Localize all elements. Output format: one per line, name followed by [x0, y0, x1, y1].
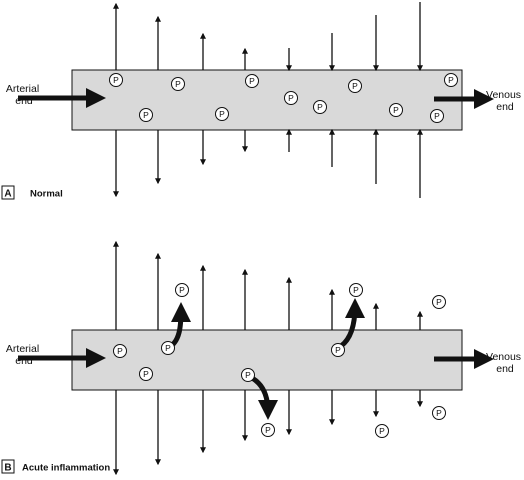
protein-particle: P	[171, 77, 185, 91]
svg-text:P: P	[317, 102, 323, 112]
svg-text:P: P	[143, 110, 149, 120]
panel-b: Arterial end Venous end P P	[1, 240, 524, 476]
protein-particle: P	[261, 423, 275, 437]
protein-particle: P	[432, 295, 446, 309]
protein-particle: P	[109, 73, 123, 87]
svg-text:P: P	[249, 76, 255, 86]
protein-particle: P	[284, 91, 298, 105]
protein-particle: P	[139, 108, 153, 122]
venous-end-label: Venous end	[486, 351, 524, 375]
svg-text:P: P	[335, 345, 341, 355]
capillary-vessel	[71, 329, 463, 391]
protein-particle: P	[241, 368, 255, 382]
protein-particle: P	[349, 283, 363, 297]
protein-escape-arrow	[250, 375, 278, 420]
svg-text:P: P	[175, 79, 181, 89]
svg-text:P: P	[219, 109, 225, 119]
svg-text:P: P	[288, 93, 294, 103]
svg-text:P: P	[352, 81, 358, 91]
svg-text:P: P	[143, 369, 149, 379]
protein-particle: P	[375, 424, 389, 438]
protein-particle: P	[175, 283, 189, 297]
protein-particle: P	[313, 100, 327, 114]
panel-letter-b: B	[4, 463, 11, 474]
arterial-end-label: Arterial end	[6, 83, 42, 107]
protein-particle: P	[348, 79, 362, 93]
protein-particle: P	[215, 107, 229, 121]
svg-text:P: P	[113, 75, 119, 85]
protein-particle: P	[432, 406, 446, 420]
svg-text:P: P	[436, 408, 442, 418]
protein-particle: P	[389, 103, 403, 117]
svg-text:P: P	[179, 285, 185, 295]
protein-escape-arrow	[339, 298, 365, 349]
svg-text:P: P	[165, 343, 171, 353]
svg-text:P: P	[434, 111, 440, 121]
capillary-vessel	[71, 69, 463, 131]
panel-a: Arterial end Venous end P P P P	[1, 2, 524, 200]
svg-text:P: P	[436, 297, 442, 307]
panel-caption-a: Normal	[30, 189, 63, 200]
protein-particle: P	[113, 344, 127, 358]
svg-text:P: P	[393, 105, 399, 115]
protein-particle: P	[139, 367, 153, 381]
protein-particle: P	[245, 74, 259, 88]
svg-text:P: P	[265, 425, 271, 435]
svg-text:P: P	[379, 426, 385, 436]
venous-end-label: Venous end	[486, 89, 524, 113]
svg-text:P: P	[353, 285, 359, 295]
svg-text:P: P	[448, 75, 454, 85]
protein-particle: P	[161, 341, 175, 355]
panel-letter-box	[1, 185, 15, 200]
svg-text:P: P	[117, 346, 123, 356]
panel-caption-b: Acute inflammation	[22, 463, 110, 474]
protein-particle: P	[331, 343, 345, 357]
panel-letter-a: A	[4, 189, 11, 200]
protein-particle: P	[430, 109, 444, 123]
arterial-end-label: Arterial end	[6, 343, 42, 367]
protein-particle: P	[444, 73, 458, 87]
svg-text:P: P	[245, 370, 251, 380]
panel-letter-box	[1, 459, 15, 474]
